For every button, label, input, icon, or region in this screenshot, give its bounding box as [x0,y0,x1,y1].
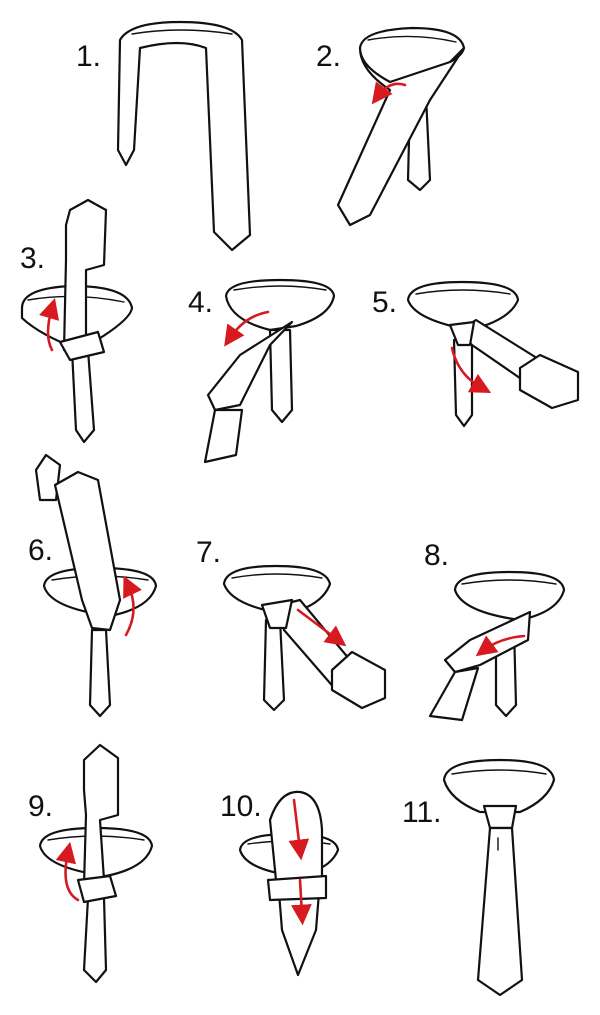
step-5: 5. [372,280,580,428]
step-label: 6. [28,534,53,567]
step-1: 1. [76,20,252,252]
step-6: 6. [28,453,158,718]
step-label: 2. [316,40,341,73]
step-label: 1. [76,40,101,73]
step-label: 7. [196,536,221,569]
step-label: 11. [402,796,441,829]
step-label: 9. [28,790,53,823]
step-label: 4. [188,286,213,319]
step-label: 3. [20,242,45,275]
step-9: 9. [28,743,154,984]
step-11: 11. [402,758,556,997]
step-4: 4. [188,278,336,464]
step-2: 2. [316,26,466,227]
step-label: 10. [220,790,262,823]
step-3: 3. [20,198,134,444]
step-10: 10. [220,790,340,977]
step-8: 8. [424,539,566,722]
step-label: 8. [424,539,449,572]
step-7: 7. [196,536,387,712]
step-label: 5. [372,286,397,319]
